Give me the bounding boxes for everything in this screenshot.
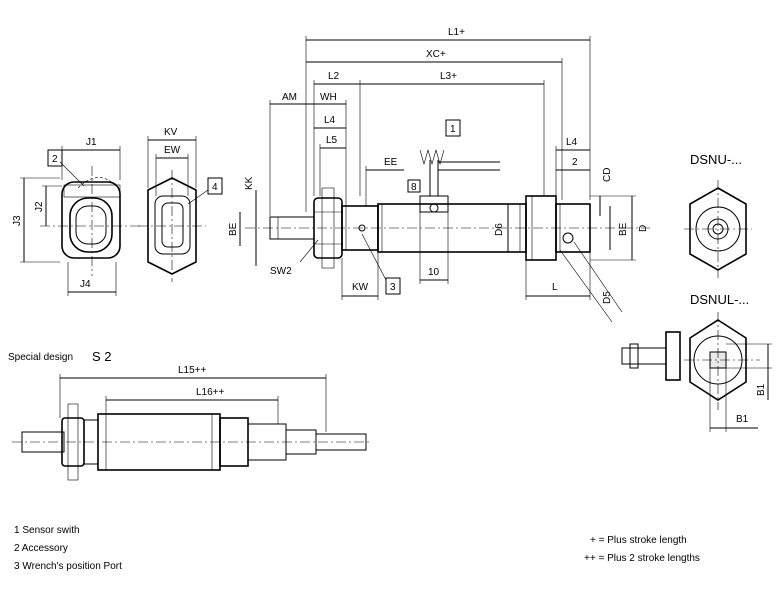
legend-item-3: 3 Wrench's position Port — [14, 561, 122, 572]
dim-two: 2 — [572, 157, 578, 168]
callouts: 1 2 3 4 8 — [47, 119, 461, 295]
dim-be-right: BE — [618, 222, 629, 236]
dim-kv: KV — [164, 127, 178, 138]
dim-j3: J3 — [12, 215, 23, 226]
dim-j4: J4 — [80, 279, 91, 290]
dim-l2: L2 — [328, 71, 340, 82]
callout-8: 8 — [411, 182, 417, 193]
note-plus: + = Plus stroke length — [590, 535, 687, 546]
dimension-labels: L1+ XC+ L2 L3+ AM WH L4 L5 EE L4 2 CD KK… — [12, 27, 767, 425]
dim-am: AM — [282, 92, 297, 103]
dim-d5: D5 — [602, 291, 613, 304]
special-design-label: Special design — [8, 352, 73, 363]
dim-kk: KK — [244, 176, 255, 190]
dim-sw2: SW2 — [270, 266, 292, 277]
dsnul-views — [621, 312, 772, 432]
dim-be-left: BE — [228, 222, 239, 236]
dim-j1: J1 — [86, 137, 97, 148]
dim-ew: EW — [164, 145, 181, 156]
legend-item-1: 1 Sensor swith — [14, 525, 80, 536]
dim-ee: EE — [384, 157, 398, 168]
dim-l4-left: L4 — [324, 115, 336, 126]
dim-cd: CD — [602, 168, 613, 182]
dim-b1-bottom: B1 — [736, 414, 749, 425]
callout-1: 1 — [450, 124, 456, 135]
view-titles: DSNU-... DSNUL-... Special design S 2 — [8, 152, 749, 364]
dim-ten: 10 — [428, 267, 440, 278]
main-side-view — [239, 36, 650, 323]
dim-xc: XC+ — [426, 49, 446, 60]
dim-l5: L5 — [326, 135, 338, 146]
dim-l4-right: L4 — [566, 137, 578, 148]
left-end-view — [20, 146, 140, 296]
dim-j2: J2 — [34, 201, 45, 212]
callout-4: 4 — [212, 182, 218, 193]
dim-wh: WH — [320, 92, 337, 103]
title-dsnu: DSNU-... — [690, 152, 742, 167]
notes: + = Plus stroke length ++ = Plus 2 strok… — [584, 532, 700, 568]
dim-kw: KW — [352, 282, 369, 293]
legend: 1 Sensor swith 2 Accessory 3 Wrench's po… — [14, 522, 122, 576]
dim-l: L — [552, 282, 558, 293]
dim-d: D — [638, 225, 649, 232]
dim-l1: L1+ — [448, 27, 465, 38]
dim-l3: L3+ — [440, 71, 457, 82]
note-plus-plus: ++ = Plus 2 stroke lengths — [584, 553, 700, 564]
dim-b1-side: B1 — [756, 383, 767, 396]
special-design-code: S 2 — [92, 349, 112, 364]
hex-end-view — [138, 136, 209, 282]
dim-d6: D6 — [494, 223, 505, 236]
legend-item-2: 2 Accessory — [14, 543, 68, 554]
dim-l15: L15++ — [178, 365, 207, 376]
dim-l16: L16++ — [196, 387, 225, 398]
callout-3: 3 — [390, 282, 396, 293]
title-dsnul: DSNUL-... — [690, 292, 749, 307]
special-design-view — [12, 374, 370, 481]
dsnu-end-view — [684, 180, 752, 278]
callout-2: 2 — [52, 154, 58, 165]
